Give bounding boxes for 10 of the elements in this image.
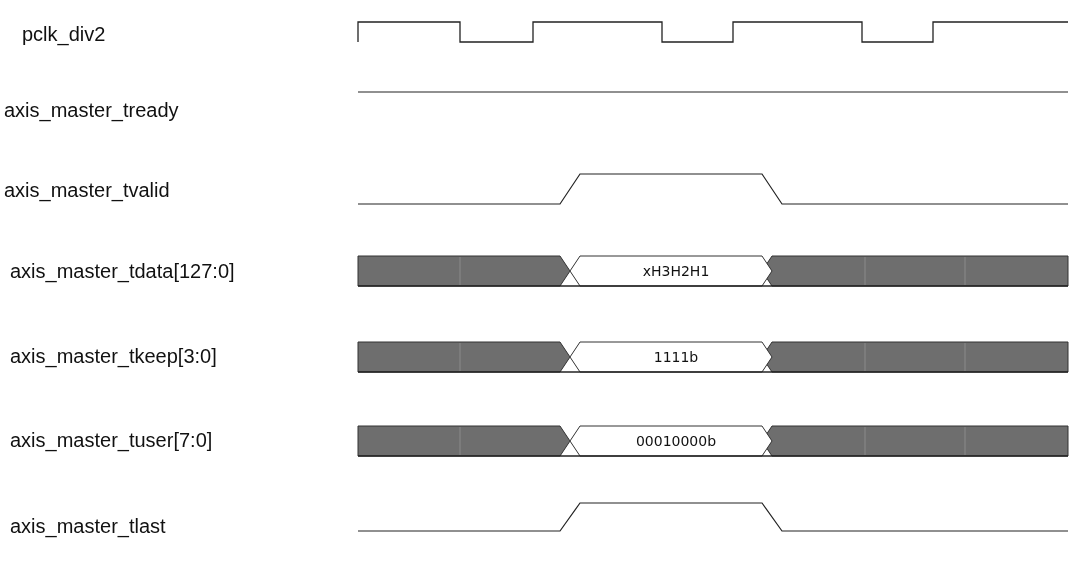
signal-name: pclk_div2 xyxy=(22,22,106,46)
signal-name: axis_master_tready xyxy=(4,98,179,122)
signal-name: axis_master_tvalid xyxy=(4,178,170,202)
bus-value: 1111b xyxy=(653,348,699,366)
signal-name: axis_master_tdata[127:0] xyxy=(10,259,235,283)
signal-name: axis_master_tuser[7:0] xyxy=(10,428,213,452)
signal-name: axis_master_tkeep[3:0] xyxy=(10,344,217,368)
signal-name: axis_master_tlast xyxy=(10,514,166,538)
bus-value: xH3H2H1 xyxy=(642,262,710,280)
bus-value: 00010000b xyxy=(635,432,717,450)
